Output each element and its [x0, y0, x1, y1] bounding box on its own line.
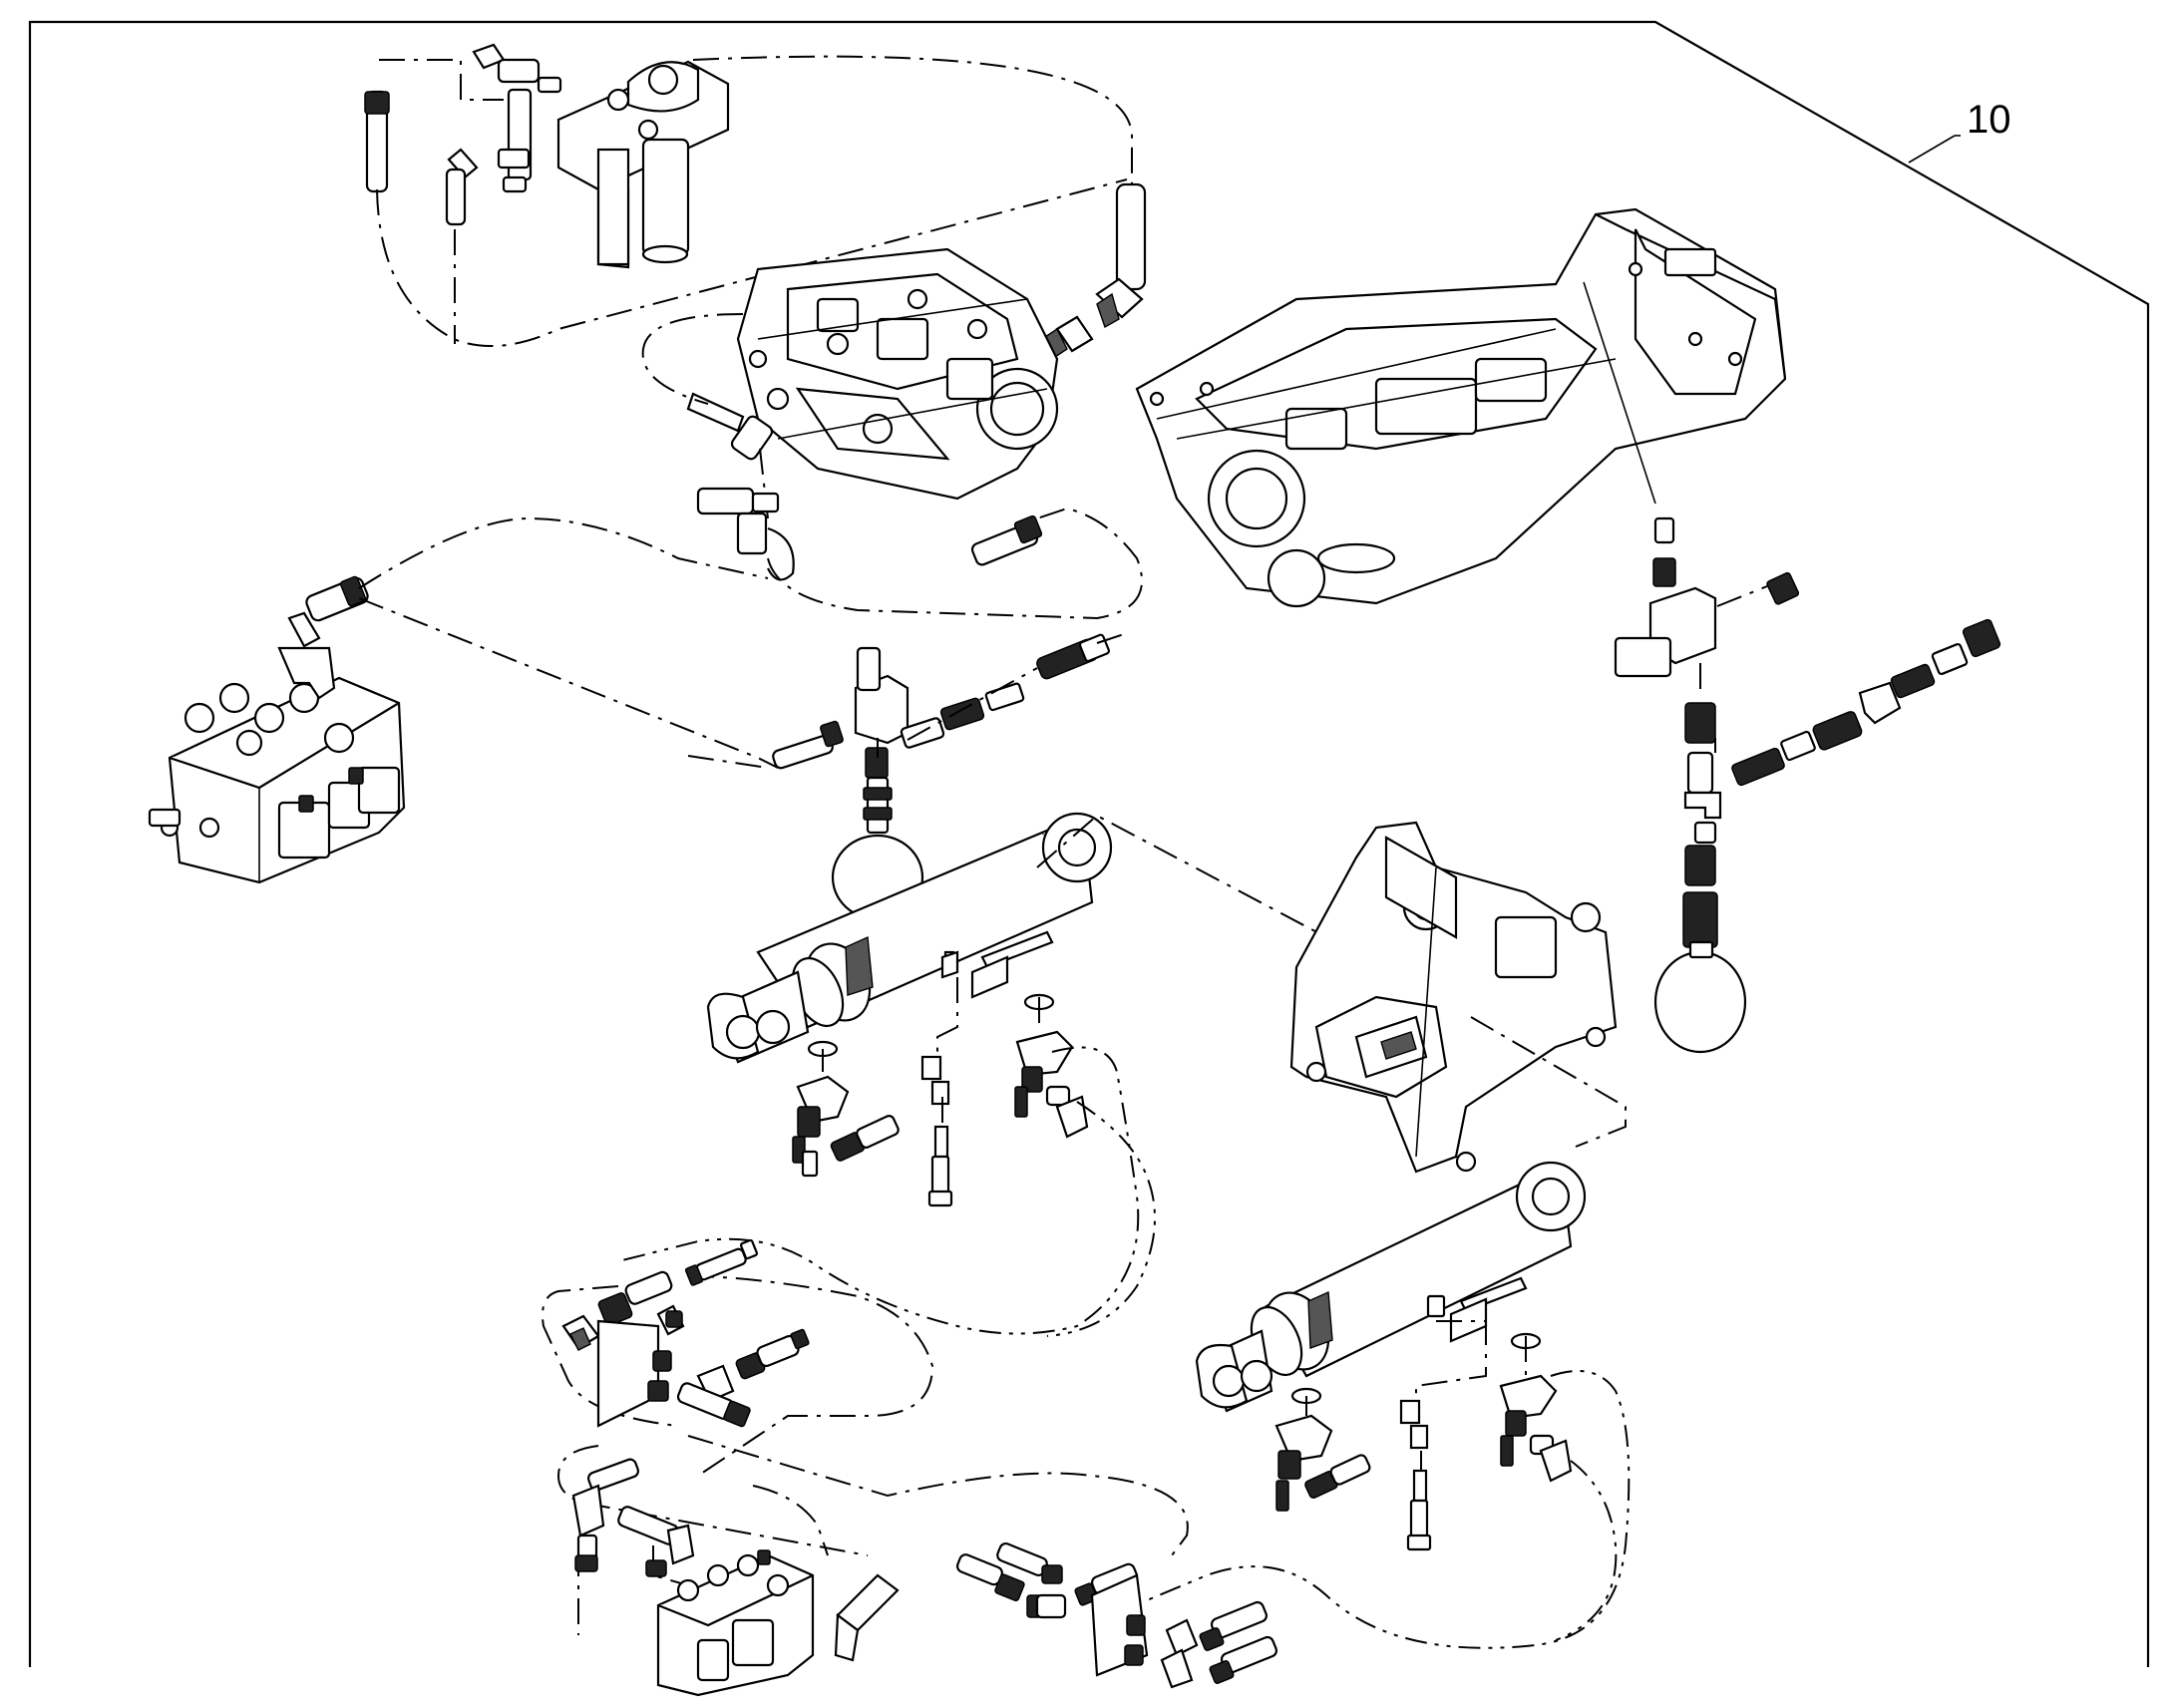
callout-10: 10 — [1908, 98, 2011, 164]
pump-outlet-fitting — [696, 487, 795, 581]
fitting-stack-right — [1653, 702, 1747, 1054]
hose-top-left-2 — [445, 148, 479, 226]
frame-border — [28, 20, 2150, 1667]
cylinder-hardware-center — [792, 930, 1089, 1207]
hose-filter-return — [1044, 182, 1147, 359]
front-frame — [1289, 821, 1618, 1174]
callout-10-label: 10 — [1967, 98, 2011, 142]
hose-pump-pressure — [970, 514, 1043, 566]
return-filter-assembly — [556, 60, 730, 269]
hydraulic-pump-transmission — [736, 247, 1059, 501]
main-frame-chassis — [1135, 207, 1787, 608]
accumulator-valve-right — [1614, 516, 1800, 678]
hose-valve-upper — [277, 575, 369, 700]
hose-center-left — [772, 720, 844, 770]
control-valve-left — [148, 676, 406, 884]
hose-group-bottom-left — [571, 1458, 695, 1577]
hose-bottom-valve-out — [834, 1573, 900, 1662]
hose-group-bottom-center — [955, 1542, 1277, 1689]
lift-cylinder-lower — [1195, 1161, 1587, 1413]
control-valve-bottom — [656, 1549, 815, 1697]
accumulator-center-fittings — [900, 633, 1110, 749]
tee-fitting-filter — [472, 43, 562, 193]
accumulator-center — [831, 646, 924, 921]
hose-top-left-1 — [364, 90, 390, 193]
lift-cylinder-center — [706, 812, 1113, 1064]
fittings-horizontal-right — [1731, 618, 2001, 787]
hose-group-lower-left — [561, 1238, 810, 1428]
